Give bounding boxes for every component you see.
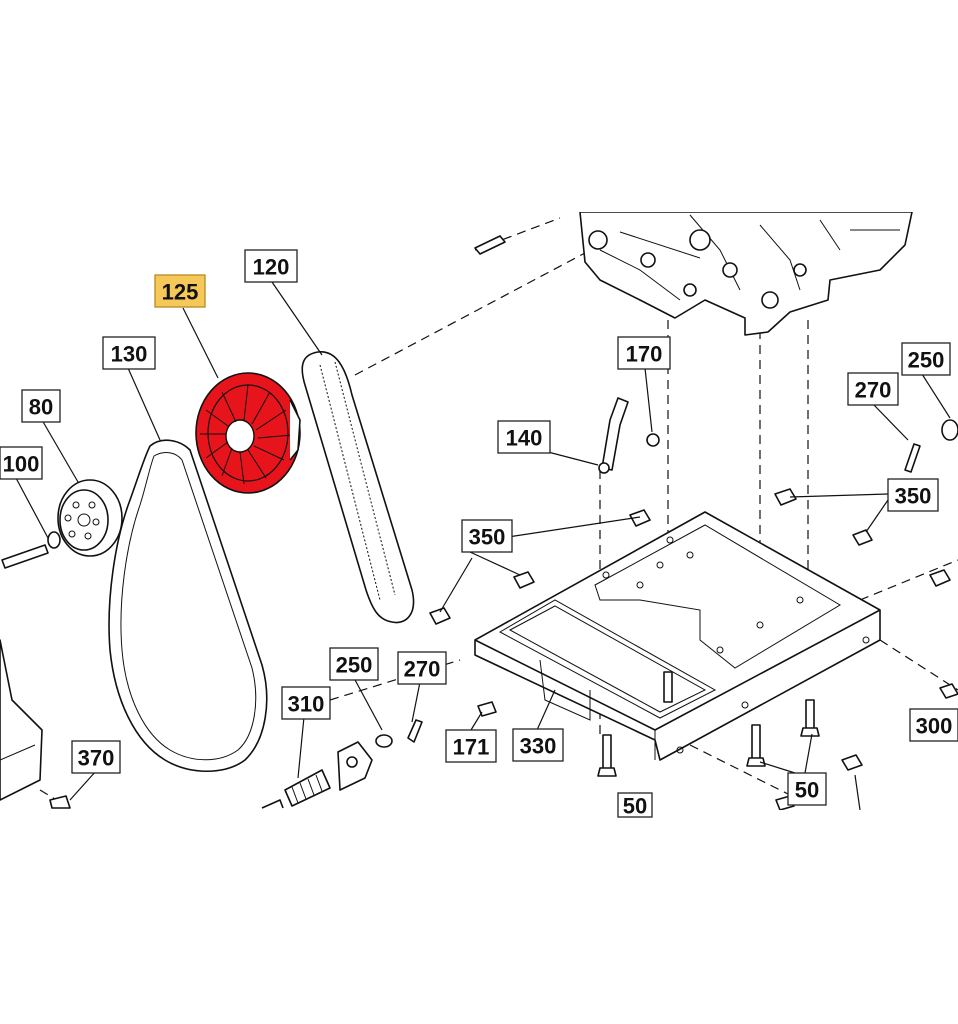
cotter-pin-right	[904, 419, 958, 473]
callout-number: 330	[520, 734, 557, 759]
engine-assembly	[579, 212, 913, 336]
callout-170[interactable]: 170	[617, 336, 671, 370]
callout-number: 171	[453, 735, 490, 760]
pulley-125[interactable]	[195, 372, 301, 494]
callout-box	[512, 728, 564, 762]
callout-box	[21, 389, 61, 423]
callout-350[interactable]: 350	[887, 478, 939, 512]
callout-number: 80	[29, 395, 53, 420]
callout-number: 350	[469, 525, 506, 550]
pulley-80	[57, 479, 123, 557]
callout-box	[0, 446, 43, 480]
callout-box	[497, 420, 551, 454]
bolt-100	[1, 531, 61, 569]
callout-number: 300	[916, 714, 953, 739]
callout-100[interactable]: 100	[0, 446, 43, 480]
callout-310[interactable]: 310	[281, 686, 331, 720]
callout-125-selected[interactable]: 125	[154, 274, 206, 308]
callout-350[interactable]: 350	[461, 519, 513, 553]
callout-number: 130	[111, 342, 148, 367]
callout-number: 140	[506, 426, 543, 451]
callout-370[interactable]: 370	[71, 740, 121, 774]
callout-box	[787, 772, 827, 806]
callout-box	[901, 342, 951, 376]
callout-box	[102, 336, 156, 370]
belt-120	[301, 351, 415, 624]
callout-number: 270	[855, 378, 892, 403]
base-plate	[474, 511, 881, 761]
callout-labels: 125 120 130 80 100 170 250 270 140 350 350 250 270 31…	[0, 249, 958, 819]
callout-number: 170	[626, 342, 663, 367]
callout-box	[281, 686, 331, 720]
pin-top	[474, 235, 506, 255]
callout-250[interactable]: 250	[329, 647, 379, 681]
spring-310	[261, 769, 331, 809]
callout-box	[154, 274, 206, 308]
callout-box	[445, 729, 497, 763]
callout-number: 350	[895, 484, 932, 509]
callout-171[interactable]: 171	[445, 729, 497, 763]
callout-number: 100	[3, 452, 40, 477]
callout-80[interactable]: 80	[21, 389, 61, 423]
callout-270[interactable]: 270	[397, 651, 447, 685]
callout-box	[617, 336, 671, 370]
callout-box	[397, 651, 447, 685]
callout-330[interactable]: 330	[512, 728, 564, 762]
callout-box	[461, 519, 513, 553]
belt-130	[108, 439, 268, 773]
washer-370	[49, 795, 71, 809]
callout-50[interactable]: 50	[787, 772, 827, 806]
callout-300[interactable]: 300	[909, 708, 958, 742]
callout-number: 250	[908, 348, 945, 373]
callout-number: 250	[336, 653, 373, 678]
callout-box	[617, 792, 653, 818]
callout-130[interactable]: 130	[102, 336, 156, 370]
callout-number: 50	[623, 794, 647, 819]
callout-number: 50	[795, 778, 819, 803]
bolts	[429, 433, 958, 810]
callout-number: 120	[253, 255, 290, 280]
bracket	[337, 719, 423, 791]
callout-box	[887, 478, 939, 512]
left-housing	[0, 639, 43, 801]
callout-number: 270	[404, 657, 441, 682]
callout-50[interactable]: 50	[617, 792, 653, 819]
callout-box	[329, 647, 379, 681]
callout-box	[71, 740, 121, 774]
callout-120[interactable]: 120	[244, 249, 298, 283]
callout-270[interactable]: 270	[847, 372, 899, 406]
callout-box	[244, 249, 298, 283]
alignment-lines	[39, 217, 958, 809]
callout-140[interactable]: 140	[497, 420, 551, 454]
leader-lines	[15, 281, 951, 810]
callout-box	[847, 372, 899, 406]
callout-number: 370	[78, 746, 115, 771]
callout-number: 310	[288, 692, 325, 717]
callout-box	[909, 708, 958, 742]
callout-number: 125	[162, 280, 199, 305]
callout-250[interactable]: 250	[901, 342, 951, 376]
illustration	[0, 212, 958, 810]
rod-140	[598, 397, 629, 474]
